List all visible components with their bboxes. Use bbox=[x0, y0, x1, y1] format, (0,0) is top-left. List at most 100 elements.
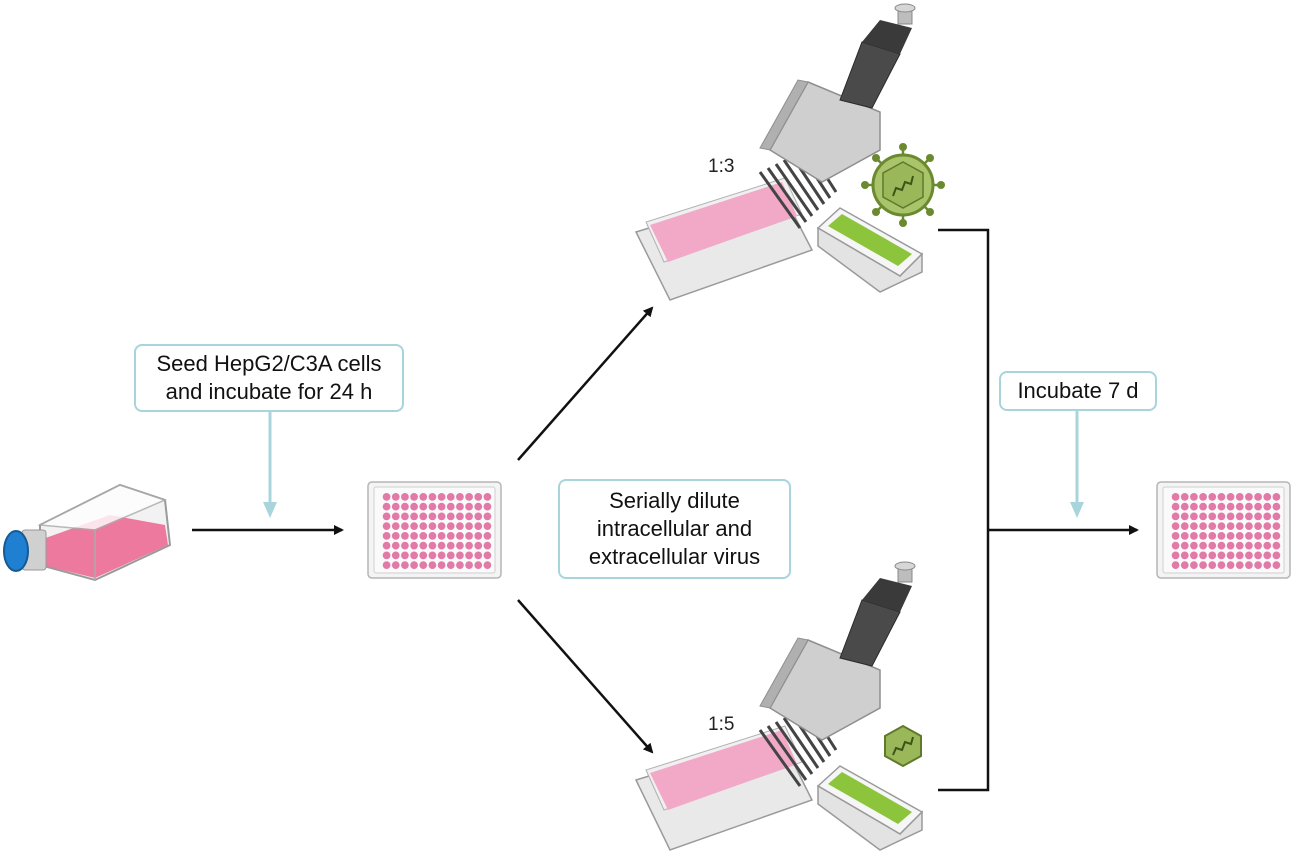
well bbox=[456, 561, 464, 569]
well bbox=[1208, 502, 1217, 511]
well bbox=[483, 522, 492, 530]
seed-label-box: Seed HepG2/C3A cells and incubate for 24… bbox=[134, 344, 404, 412]
well bbox=[437, 561, 446, 569]
well bbox=[410, 502, 418, 511]
well bbox=[428, 561, 437, 569]
well bbox=[1235, 561, 1244, 569]
well bbox=[1226, 541, 1235, 550]
well bbox=[410, 493, 418, 501]
well bbox=[428, 493, 437, 501]
well bbox=[419, 561, 428, 569]
well bbox=[410, 532, 418, 540]
well bbox=[1235, 551, 1244, 560]
well bbox=[1254, 551, 1262, 560]
well bbox=[1171, 512, 1180, 521]
well bbox=[1245, 541, 1253, 550]
well bbox=[419, 541, 428, 550]
well bbox=[1217, 561, 1226, 569]
well bbox=[446, 532, 455, 540]
well-plate-icon bbox=[634, 725, 814, 851]
well bbox=[1226, 502, 1235, 511]
well bbox=[401, 532, 409, 540]
well bbox=[1171, 502, 1180, 511]
well bbox=[1272, 502, 1281, 511]
well bbox=[1272, 561, 1281, 569]
ratio-label-bottom: 1:5 bbox=[708, 714, 735, 735]
well bbox=[1263, 532, 1272, 540]
well bbox=[437, 502, 446, 511]
well bbox=[1199, 561, 1207, 569]
well bbox=[437, 551, 446, 560]
well bbox=[1217, 493, 1226, 501]
well bbox=[474, 502, 483, 511]
well bbox=[419, 551, 428, 560]
well bbox=[1245, 522, 1253, 530]
well bbox=[1171, 551, 1180, 560]
well bbox=[1235, 502, 1244, 511]
well bbox=[419, 522, 428, 530]
well bbox=[1208, 551, 1217, 560]
well bbox=[1180, 522, 1189, 530]
well bbox=[1254, 532, 1262, 540]
well bbox=[1171, 522, 1180, 530]
well bbox=[483, 512, 492, 521]
well bbox=[391, 541, 400, 550]
well bbox=[474, 522, 483, 530]
well bbox=[437, 522, 446, 530]
well bbox=[1254, 493, 1262, 501]
well bbox=[1272, 493, 1281, 501]
well bbox=[483, 493, 492, 501]
well bbox=[1254, 522, 1262, 530]
well bbox=[1180, 561, 1189, 569]
well bbox=[401, 522, 409, 530]
well bbox=[1226, 532, 1235, 540]
well bbox=[465, 541, 473, 550]
well bbox=[1254, 502, 1262, 511]
multichannel-pipette-icon bbox=[758, 3, 916, 229]
well bbox=[437, 532, 446, 540]
well bbox=[410, 551, 418, 560]
well bbox=[382, 541, 391, 550]
well bbox=[382, 522, 391, 530]
well bbox=[1254, 541, 1262, 550]
incubate-label-box: Incubate 7 d bbox=[999, 371, 1157, 411]
well bbox=[391, 532, 400, 540]
well bbox=[1263, 541, 1272, 550]
well bbox=[401, 502, 409, 511]
well bbox=[1226, 512, 1235, 521]
well bbox=[1180, 493, 1189, 501]
well bbox=[456, 502, 464, 511]
well bbox=[483, 541, 492, 550]
well bbox=[446, 561, 455, 569]
well bbox=[1226, 522, 1235, 530]
well bbox=[1217, 541, 1226, 550]
well-plate-icon bbox=[1156, 481, 1291, 579]
well bbox=[1245, 493, 1253, 501]
well bbox=[410, 522, 418, 530]
well bbox=[382, 493, 391, 501]
well bbox=[382, 532, 391, 540]
well bbox=[474, 561, 483, 569]
well bbox=[1208, 493, 1217, 501]
ratio-label-top: 1:3 bbox=[708, 156, 735, 177]
well bbox=[437, 493, 446, 501]
well bbox=[401, 561, 409, 569]
well bbox=[1235, 522, 1244, 530]
well bbox=[1180, 541, 1189, 550]
well bbox=[465, 512, 473, 521]
well bbox=[456, 512, 464, 521]
well bbox=[1180, 532, 1189, 540]
well bbox=[1245, 551, 1253, 560]
well bbox=[1217, 532, 1226, 540]
well bbox=[391, 493, 400, 501]
well bbox=[419, 512, 428, 521]
well bbox=[1245, 512, 1253, 521]
well bbox=[1263, 522, 1272, 530]
well bbox=[391, 502, 400, 511]
well bbox=[474, 493, 483, 501]
well bbox=[1199, 522, 1207, 530]
well bbox=[382, 561, 391, 569]
well bbox=[465, 493, 473, 501]
dilute-label-box: Serially dilute intracellular and extrac… bbox=[558, 479, 791, 579]
